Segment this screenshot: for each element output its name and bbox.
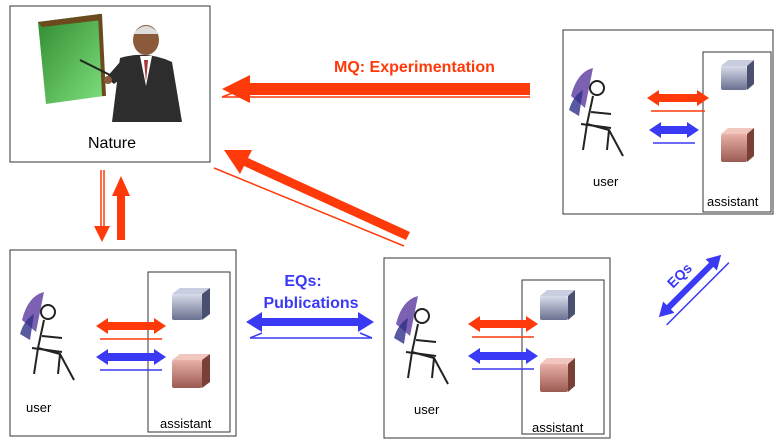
diagonal-nature-arrow [213, 150, 410, 247]
red-double-arrow [468, 316, 538, 338]
eqs-pub-label-line2: Publications [263, 295, 358, 312]
group-middle: user assistant [383, 257, 611, 439]
blue-double-arrow [649, 122, 699, 144]
user-label: user [26, 400, 52, 415]
assistant-label: assistant [532, 420, 584, 435]
mq-experimentation-arrow: MQ: Experimentation [221, 59, 530, 103]
user-figure-icon [20, 292, 75, 381]
user-label: user [414, 402, 440, 417]
mq-label: MQ: Experimentation [334, 59, 495, 76]
nature-box: Nature [9, 5, 211, 163]
eqs-publications-arrow: EQs: Publications [246, 273, 374, 339]
server-bottom-icon [172, 354, 210, 388]
vertical-arrows [94, 170, 130, 242]
server-bottom-icon [540, 358, 575, 392]
nature-label: Nature [88, 135, 136, 152]
server-top-icon [172, 288, 210, 320]
user-figure-icon [394, 296, 449, 385]
eqs-pub-label-line1: EQs: [284, 273, 321, 290]
group-right: user assistant [562, 29, 774, 215]
user-label: user [593, 174, 619, 189]
assistant-label: assistant [707, 194, 759, 209]
blue-double-arrow [96, 349, 166, 371]
group-left: user assistant [9, 249, 237, 437]
server-top-icon [540, 290, 575, 320]
red-double-arrow [96, 318, 166, 340]
red-double-arrow [647, 90, 709, 112]
eqs-diagonal-arrow: EQs [658, 254, 730, 326]
server-bottom-icon [721, 128, 754, 162]
presenter-icon [38, 13, 182, 122]
server-top-icon [721, 60, 754, 90]
blue-double-arrow [468, 348, 538, 370]
assistant-label: assistant [160, 416, 212, 431]
user-figure-icon [569, 68, 624, 157]
